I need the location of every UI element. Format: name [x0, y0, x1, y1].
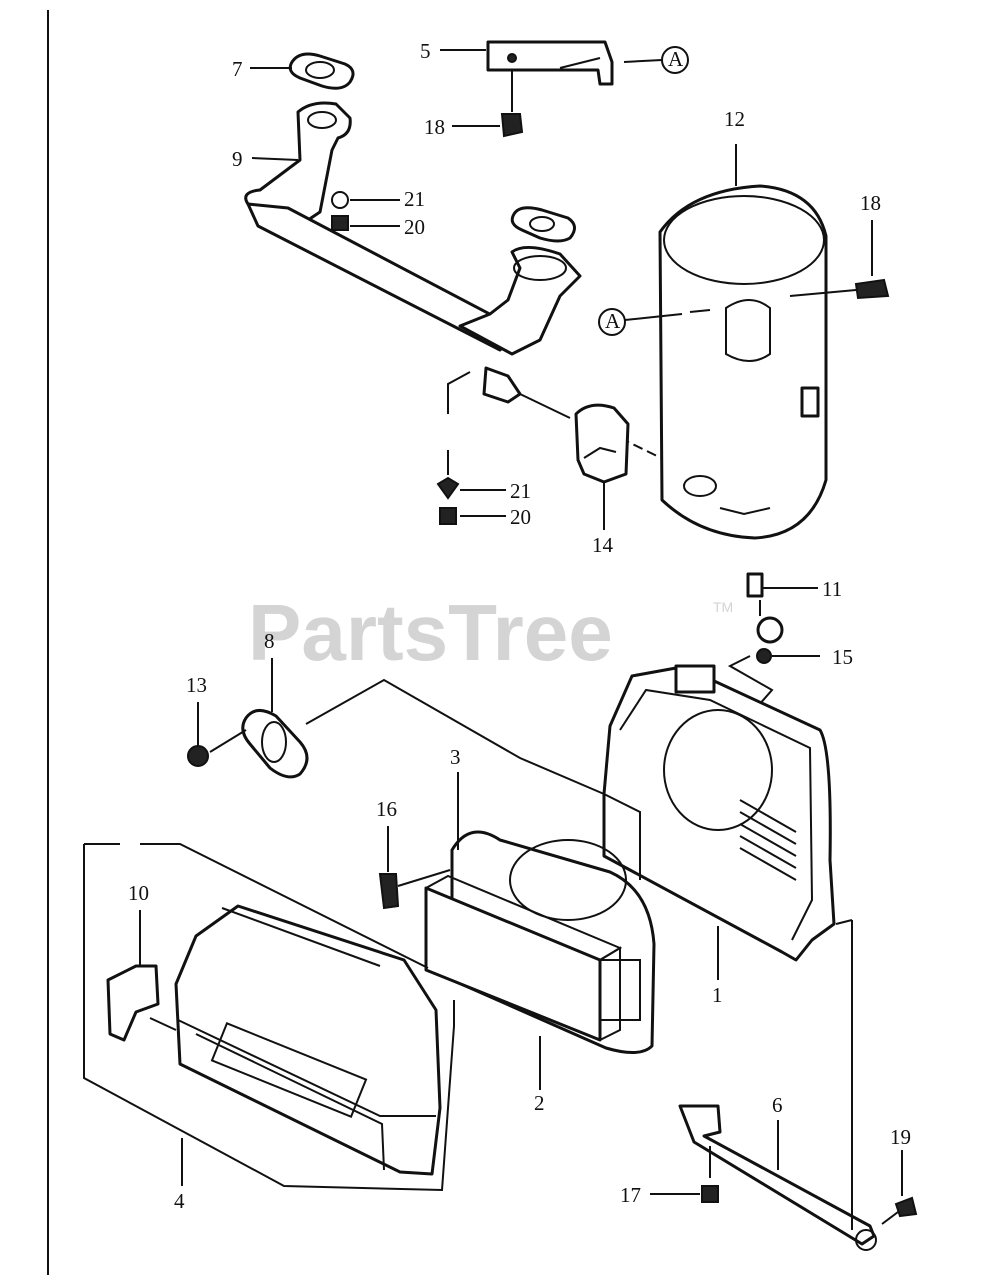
callout-20-lower: 20 — [510, 505, 531, 529]
callout-16: 16 — [376, 797, 397, 821]
reference-mark-a-muffler: A — [598, 308, 711, 336]
stud-centerline — [447, 371, 471, 414]
callout-21-lower: 21 — [510, 479, 531, 503]
callout-15: 15 — [832, 645, 853, 669]
callout-21-upper: 21 — [404, 187, 425, 211]
callout-4: 4 — [174, 1189, 185, 1213]
part-12-muffler[interactable] — [658, 184, 828, 540]
callout-12: 12 — [724, 107, 745, 131]
part-9-exhaust-pipe[interactable] — [244, 101, 582, 404]
callout-19: 19 — [890, 1125, 911, 1149]
part-8-gasket[interactable] — [241, 709, 309, 779]
part-20-nut-upper[interactable] — [331, 215, 349, 231]
callout-2: 2 — [534, 1091, 545, 1115]
part-2-paper-element[interactable] — [424, 874, 623, 1042]
callout-5: 5 — [420, 39, 431, 63]
part-17-nut[interactable] — [701, 1146, 719, 1203]
callout-18-right: 18 — [860, 191, 881, 215]
callout-17: 17 — [620, 1183, 641, 1207]
part-4-air-cleaner-cover[interactable] — [174, 904, 442, 1176]
part-18-bolt-right[interactable] — [789, 278, 890, 300]
callout-10: 10 — [128, 881, 149, 905]
callout-13: 13 — [186, 673, 207, 697]
part-7-gasket[interactable] — [288, 52, 355, 90]
watermark-trademark: TM — [713, 599, 733, 615]
part-14-clamp[interactable] — [574, 403, 630, 484]
callout-11: 11 — [822, 577, 842, 601]
watermark-logo: PartsTree — [248, 588, 613, 677]
exhaust-gasket-right[interactable] — [510, 206, 576, 243]
part-10-knob[interactable] — [106, 964, 177, 1042]
breather-centerline — [727, 600, 774, 707]
callout-1: 1 — [712, 983, 723, 1007]
reference-mark-a-top: A — [661, 46, 689, 74]
callout-14: 14 — [592, 533, 614, 557]
svg-text:A: A — [668, 47, 684, 71]
exhaust-centerline — [519, 393, 571, 419]
part-16-fastener[interactable] — [378, 869, 451, 910]
part-15-hose-clip[interactable] — [756, 616, 800, 664]
gasket-centerline — [209, 678, 605, 795]
callout-3: 3 — [450, 745, 461, 769]
callout-18-top: 18 — [424, 115, 445, 139]
callout-8: 8 — [264, 629, 275, 653]
callout-9: 9 — [232, 147, 243, 171]
part-19-screw[interactable] — [881, 1196, 918, 1225]
part-21-washer-upper[interactable] — [331, 191, 349, 209]
part-6-support-rod[interactable] — [678, 1104, 877, 1251]
part-18-bolt-top[interactable] — [500, 70, 524, 138]
callout-20-upper: 20 — [404, 215, 425, 239]
callout-6: 6 — [772, 1093, 783, 1117]
leader-9 — [251, 157, 299, 161]
svg-text:A: A — [605, 309, 621, 333]
rod-guide-top — [835, 919, 853, 925]
part-20-nut-lower[interactable] — [439, 507, 457, 525]
part-11-breather-fitting[interactable] — [746, 572, 792, 598]
part-13-nut[interactable] — [187, 745, 209, 767]
leader-a-top — [623, 59, 663, 63]
cover-outline-frame — [83, 843, 455, 1192]
part-1-air-cleaner-base[interactable] — [602, 664, 836, 962]
part-21-washer-lower[interactable] — [436, 476, 460, 500]
callout-7: 7 — [232, 57, 243, 81]
part-5-bracket[interactable] — [486, 40, 614, 86]
